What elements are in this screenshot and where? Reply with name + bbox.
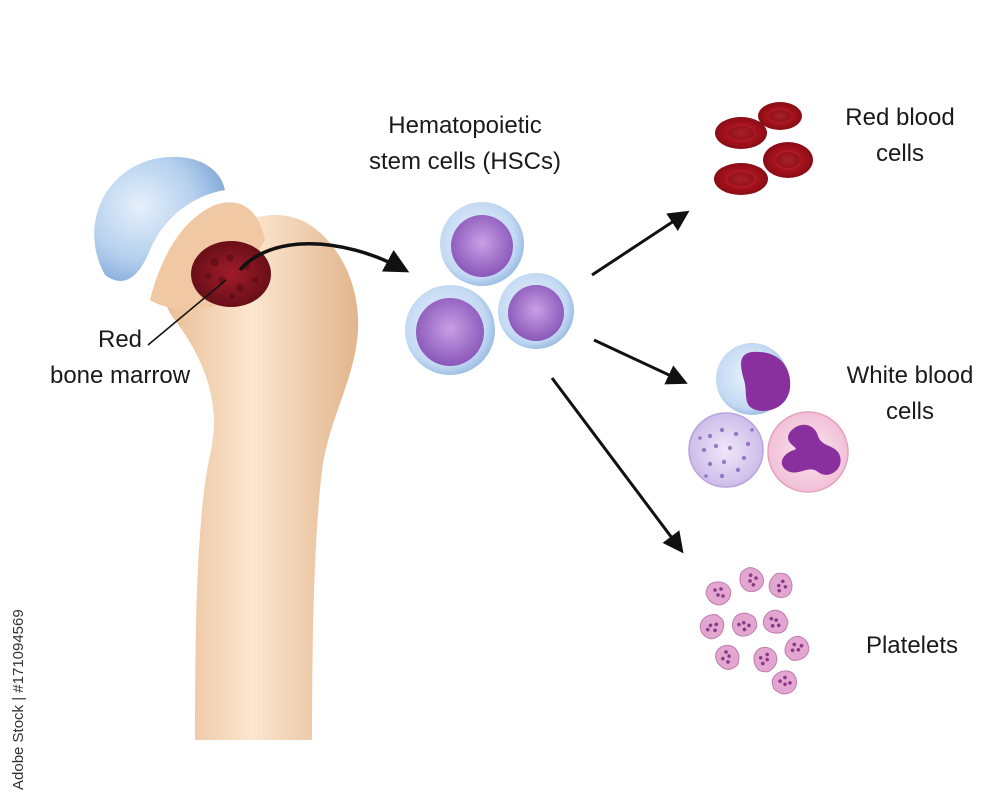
label-line: Hematopoietic — [388, 112, 542, 139]
label-line: stem cells (HSCs) — [368, 148, 561, 175]
platelet — [739, 567, 764, 593]
white-blood-cells — [688, 343, 849, 493]
marrow-pointer-line — [147, 279, 227, 346]
hsc-cluster — [405, 202, 574, 375]
platelet — [699, 613, 725, 640]
neutrophil-cell — [767, 411, 849, 493]
lymphocyte-cell — [716, 343, 791, 415]
label-line: Red — [97, 326, 143, 353]
platelets-label: Platelets — [842, 628, 982, 664]
platelet — [771, 670, 797, 695]
label-line: bone marrow — [49, 362, 191, 389]
label-line: Platelets — [865, 632, 959, 659]
femur-head-cartilage — [94, 156, 225, 281]
white-blood-cells-label: White blood cells — [820, 358, 1000, 430]
red-blood-cell — [763, 142, 813, 178]
platelet — [715, 644, 740, 670]
arrow-to-white-blood-cells — [593, 338, 688, 385]
arrow-to-platelets — [550, 377, 684, 554]
hsc-cell — [498, 273, 574, 349]
platelet — [784, 635, 810, 661]
platelets-group — [699, 567, 810, 695]
label-line: cells — [875, 140, 924, 167]
arrow-to-red-blood-cells — [591, 210, 690, 277]
marrow-to-hsc-arrow — [238, 242, 410, 273]
label-line: cells — [885, 398, 934, 425]
platelet — [753, 646, 778, 673]
platelet — [762, 609, 789, 634]
platelet — [705, 581, 732, 606]
red-bone-marrow-region — [191, 241, 271, 307]
hsc-cell — [440, 202, 524, 286]
red-blood-cells — [714, 102, 813, 195]
granulocyte-cell — [688, 412, 764, 488]
femur-shaft — [164, 215, 359, 740]
red-bone-marrow-label: Red bone marrow — [30, 322, 210, 394]
red-blood-cell — [715, 117, 767, 149]
stock-credit: Adobe Stock | #171094569 — [10, 609, 27, 790]
hsc-label: Hematopoietic stem cells (HSCs) — [350, 108, 580, 180]
label-line: Red blood — [845, 104, 955, 131]
femur-bone — [94, 156, 359, 740]
label-line: White blood — [846, 362, 974, 389]
platelet — [768, 572, 793, 598]
red-blood-cell — [714, 163, 768, 195]
platelet — [731, 612, 758, 637]
red-blood-cells-label: Red blood cells — [820, 100, 980, 172]
red-blood-cell — [758, 102, 802, 130]
hsc-cell — [405, 285, 495, 375]
